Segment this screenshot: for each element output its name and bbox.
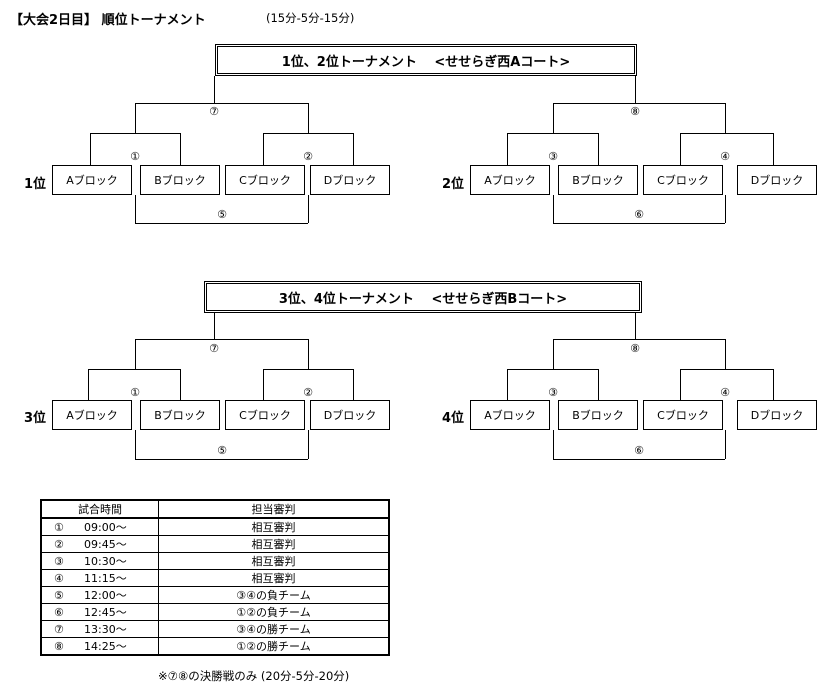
match-number-left: ① xyxy=(126,387,144,399)
block-d: Dブロック xyxy=(310,165,390,195)
table-row: ⑦ 13:30～ ③④の勝チーム xyxy=(40,620,390,638)
match-number-lower: ⑥ xyxy=(630,445,648,457)
section-title-3-4: 3位、4位トーナメント <せせらぎ西Bコート> xyxy=(204,281,642,313)
referee-cell: ③④の負チーム xyxy=(158,586,390,604)
header-referee: 担当審判 xyxy=(158,499,390,519)
table-row: ① 09:00～ 相互審判 xyxy=(40,517,390,536)
match-time: 09:00～ xyxy=(84,520,127,534)
match-mark: ① xyxy=(54,520,64,534)
page-title: 【大会2日目】 順位トーナメント xyxy=(10,13,206,28)
match-mark: ⑤ xyxy=(54,588,64,602)
block-d: Dブロック xyxy=(310,400,390,430)
block-a: Aブロック xyxy=(52,400,132,430)
final-match-footnote: ※⑦⑧の決勝戦のみ (20分-5分-20分) xyxy=(158,669,350,683)
block-a: Aブロック xyxy=(470,165,550,195)
referee-cell: 相互審判 xyxy=(158,535,390,553)
table-row: ⑥ 12:45～ ①②の負チーム xyxy=(40,603,390,621)
block-b: Bブロック xyxy=(140,400,220,430)
match-number-left: ③ xyxy=(544,151,562,163)
referee-cell: 相互審判 xyxy=(158,517,390,536)
block-a: Aブロック xyxy=(52,165,132,195)
match-mark: ② xyxy=(54,537,64,551)
table-header-row: 試合時間 担当審判 xyxy=(40,499,390,519)
match-mark: ⑧ xyxy=(54,639,64,653)
block-b: Bブロック xyxy=(140,165,220,195)
table-row: ⑧ 14:25～ ①②の勝チーム xyxy=(40,637,390,656)
block-c: Cブロック xyxy=(643,400,723,430)
match-number-lower: ⑥ xyxy=(630,209,648,221)
referee-cell: ③④の勝チーム xyxy=(158,620,390,638)
match-number-final: ⑧ xyxy=(626,106,644,118)
block-c: Cブロック xyxy=(643,165,723,195)
match-number-right: ④ xyxy=(716,151,734,163)
referee-cell: 相互審判 xyxy=(158,569,390,587)
match-number-left: ③ xyxy=(544,387,562,399)
header-match-time: 試合時間 xyxy=(40,499,159,519)
match-number-final: ⑧ xyxy=(626,343,644,355)
referee-cell: ①②の勝チーム xyxy=(158,637,390,656)
match-mark: ④ xyxy=(54,571,64,585)
section-title-1-2: 1位、2位トーナメント <せせらぎ西Aコート> xyxy=(215,44,637,76)
match-time: 09:45～ xyxy=(84,537,127,551)
match-time: 14:25～ xyxy=(84,639,127,653)
rank-label: 4位 xyxy=(442,411,465,426)
match-time: 12:00～ xyxy=(84,588,127,602)
match-mark: ⑥ xyxy=(54,605,64,619)
match-number-final: ⑦ xyxy=(205,106,223,118)
block-c: Cブロック xyxy=(225,400,305,430)
match-number-final: ⑦ xyxy=(205,343,223,355)
match-number-left: ① xyxy=(126,151,144,163)
referee-cell: ①②の負チーム xyxy=(158,603,390,621)
block-b: Bブロック xyxy=(558,165,638,195)
table-row: ② 09:45～ 相互審判 xyxy=(40,535,390,553)
match-number-right: ④ xyxy=(716,387,734,399)
block-c: Cブロック xyxy=(225,165,305,195)
referee-cell: 相互審判 xyxy=(158,552,390,570)
match-time: 13:30～ xyxy=(84,622,127,636)
match-time: 12:45～ xyxy=(84,605,127,619)
match-number-right: ② xyxy=(299,151,317,163)
match-mark: ⑦ xyxy=(54,622,64,636)
match-mark: ③ xyxy=(54,554,64,568)
table-row: ③ 10:30～ 相互審判 xyxy=(40,552,390,570)
match-number-lower: ⑤ xyxy=(213,209,231,221)
match-time: 11:15～ xyxy=(84,571,127,585)
rank-label: 3位 xyxy=(24,411,47,426)
rank-label: 1位 xyxy=(24,177,47,192)
match-number-right: ② xyxy=(299,387,317,399)
block-a: Aブロック xyxy=(470,400,550,430)
rank-label: 2位 xyxy=(442,177,465,192)
block-b: Bブロック xyxy=(558,400,638,430)
match-number-lower: ⑤ xyxy=(213,445,231,457)
schedule-table: 試合時間 担当審判 ① 09:00～ 相互審判 ② 09:45～ 相互審判 ③ 10:… xyxy=(40,499,390,656)
table-row: ⑤ 12:00～ ③④の負チーム xyxy=(40,586,390,604)
block-d: Dブロック xyxy=(737,165,817,195)
match-duration-note: (15分-5分-15分) xyxy=(266,11,355,25)
block-d: Dブロック xyxy=(737,400,817,430)
table-row: ④ 11:15～ 相互審判 xyxy=(40,569,390,587)
match-time: 10:30～ xyxy=(84,554,127,568)
